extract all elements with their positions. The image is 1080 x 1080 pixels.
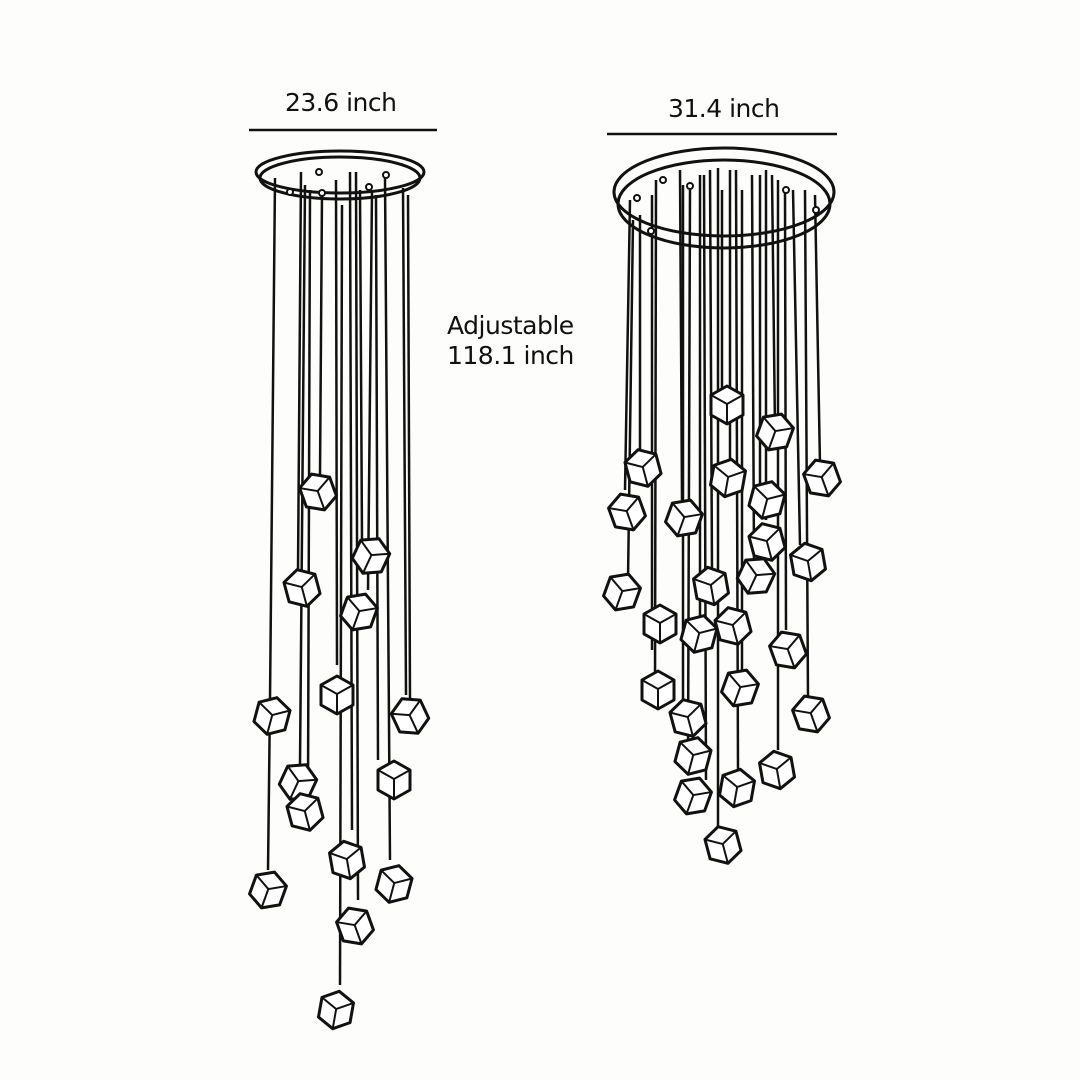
large-chandelier <box>598 146 846 869</box>
large-hanging-cables <box>623 168 822 835</box>
large-width-label: 31.4 inch <box>668 94 780 123</box>
height-label-line1: Adjustable <box>447 311 574 340</box>
large-canopy-icon <box>612 146 836 250</box>
adjustable-height-label: Adjustable 118.1 inch <box>447 311 574 371</box>
small-width-label: 23.6 inch <box>285 88 397 117</box>
small-canopy-icon <box>254 149 426 201</box>
small-chandelier <box>244 149 435 1033</box>
small-cable-tips <box>286 168 390 197</box>
large-cable-tips <box>633 176 820 235</box>
height-label-line2: 118.1 inch <box>447 341 574 370</box>
small-hanging-cables <box>266 171 412 986</box>
